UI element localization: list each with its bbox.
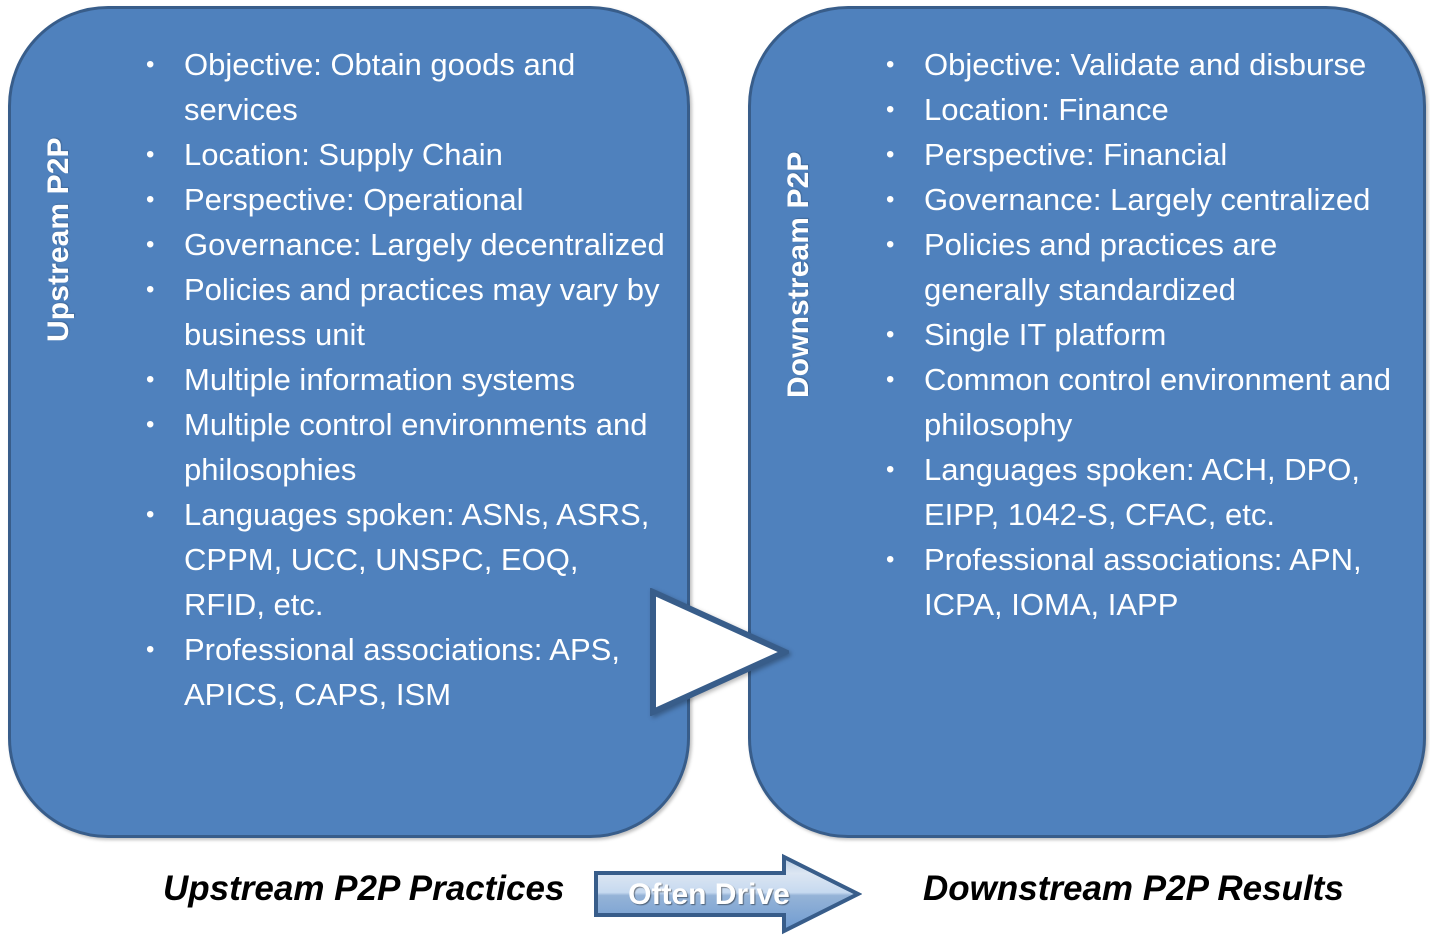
list-item: Governance: Largely centralized — [886, 177, 1398, 222]
footer-left-caption: Upstream P2P Practices — [163, 869, 565, 908]
list-item: Policies and practices are generally sta… — [886, 222, 1398, 312]
list-item: Languages spoken: ASNs, ASRS, CPPM, UCC,… — [146, 492, 666, 627]
list-item: Policies and practices may vary by busin… — [146, 267, 666, 357]
list-item: Common control environment and philosoph… — [886, 357, 1398, 447]
panel-upstream-side-label: Upstream P2P — [42, 137, 75, 342]
list-item: Multiple control environments and philos… — [146, 402, 666, 492]
list-item: Objective: Obtain goods and services — [146, 42, 666, 132]
list-item: Governance: Largely decentralized — [146, 222, 666, 267]
list-item: Single IT platform — [886, 312, 1398, 357]
list-item: Languages spoken: ACH, DPO, EIPP, 1042-S… — [886, 447, 1398, 537]
panel-downstream-side-label: Downstream P2P — [782, 151, 815, 398]
list-item: Professional associations: APS, APICS, C… — [146, 627, 666, 717]
footer-right-caption: Downstream P2P Results — [923, 869, 1344, 908]
list-item: Location: Supply Chain — [146, 132, 666, 177]
list-item: Multiple information systems — [146, 357, 666, 402]
list-item: Perspective: Operational — [146, 177, 666, 222]
list-item: Professional associations: APN, ICPA, IO… — [886, 537, 1398, 627]
list-item: Location: Finance — [886, 87, 1398, 132]
downstream-bullet-list: Objective: Validate and disburse Locatio… — [886, 42, 1398, 627]
center-triangle-arrow-icon — [649, 587, 793, 717]
often-drive-label: Often Drive — [628, 878, 790, 911]
often-drive-block-arrow: Often Drive — [592, 853, 862, 935]
list-item: Objective: Validate and disburse — [886, 42, 1398, 87]
list-item: Perspective: Financial — [886, 132, 1398, 177]
upstream-bullet-list: Objective: Obtain goods and services Loc… — [146, 42, 666, 717]
